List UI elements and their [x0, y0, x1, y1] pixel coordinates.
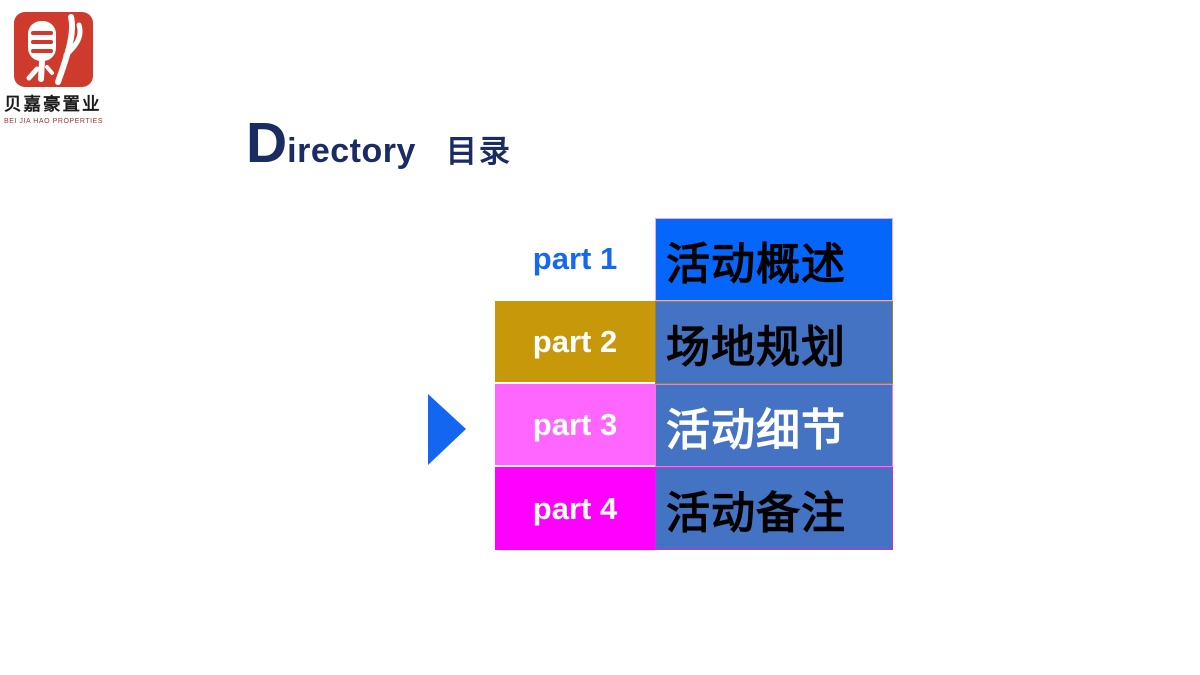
table-of-contents: part 1 活动概述 part 2 场地规划 part 3 活动细节 part…	[495, 218, 893, 550]
title-english: irectory	[287, 132, 416, 170]
company-logo: 贝嘉豪置业 BEI JIA HAO PROPERTIES	[4, 11, 116, 125]
active-part-arrow-icon	[428, 394, 466, 465]
toc-part-label: 活动概述	[655, 218, 893, 301]
toc-part-number: part 2	[495, 301, 655, 384]
company-name-en: BEI JIA HAO PROPERTIES	[4, 118, 104, 125]
title-initial-letter: D	[246, 111, 288, 175]
toc-row-part-3[interactable]: part 3 活动细节	[495, 384, 893, 467]
toc-part-label: 活动备注	[655, 467, 893, 550]
toc-part-number: part 4	[495, 467, 655, 550]
company-seal-icon	[14, 12, 93, 87]
toc-part-label: 场地规划	[655, 301, 893, 384]
toc-row-part-1[interactable]: part 1 活动概述	[495, 218, 893, 301]
toc-row-part-2[interactable]: part 2 场地规划	[495, 301, 893, 384]
toc-row-part-4[interactable]: part 4 活动备注	[495, 467, 893, 550]
title-chinese: 目录	[445, 134, 512, 169]
company-name-cn: 贝嘉豪置业	[4, 94, 102, 114]
toc-part-number: part 3	[495, 384, 655, 467]
toc-part-label: 活动细节	[655, 384, 893, 467]
toc-part-number: part 1	[495, 218, 655, 301]
